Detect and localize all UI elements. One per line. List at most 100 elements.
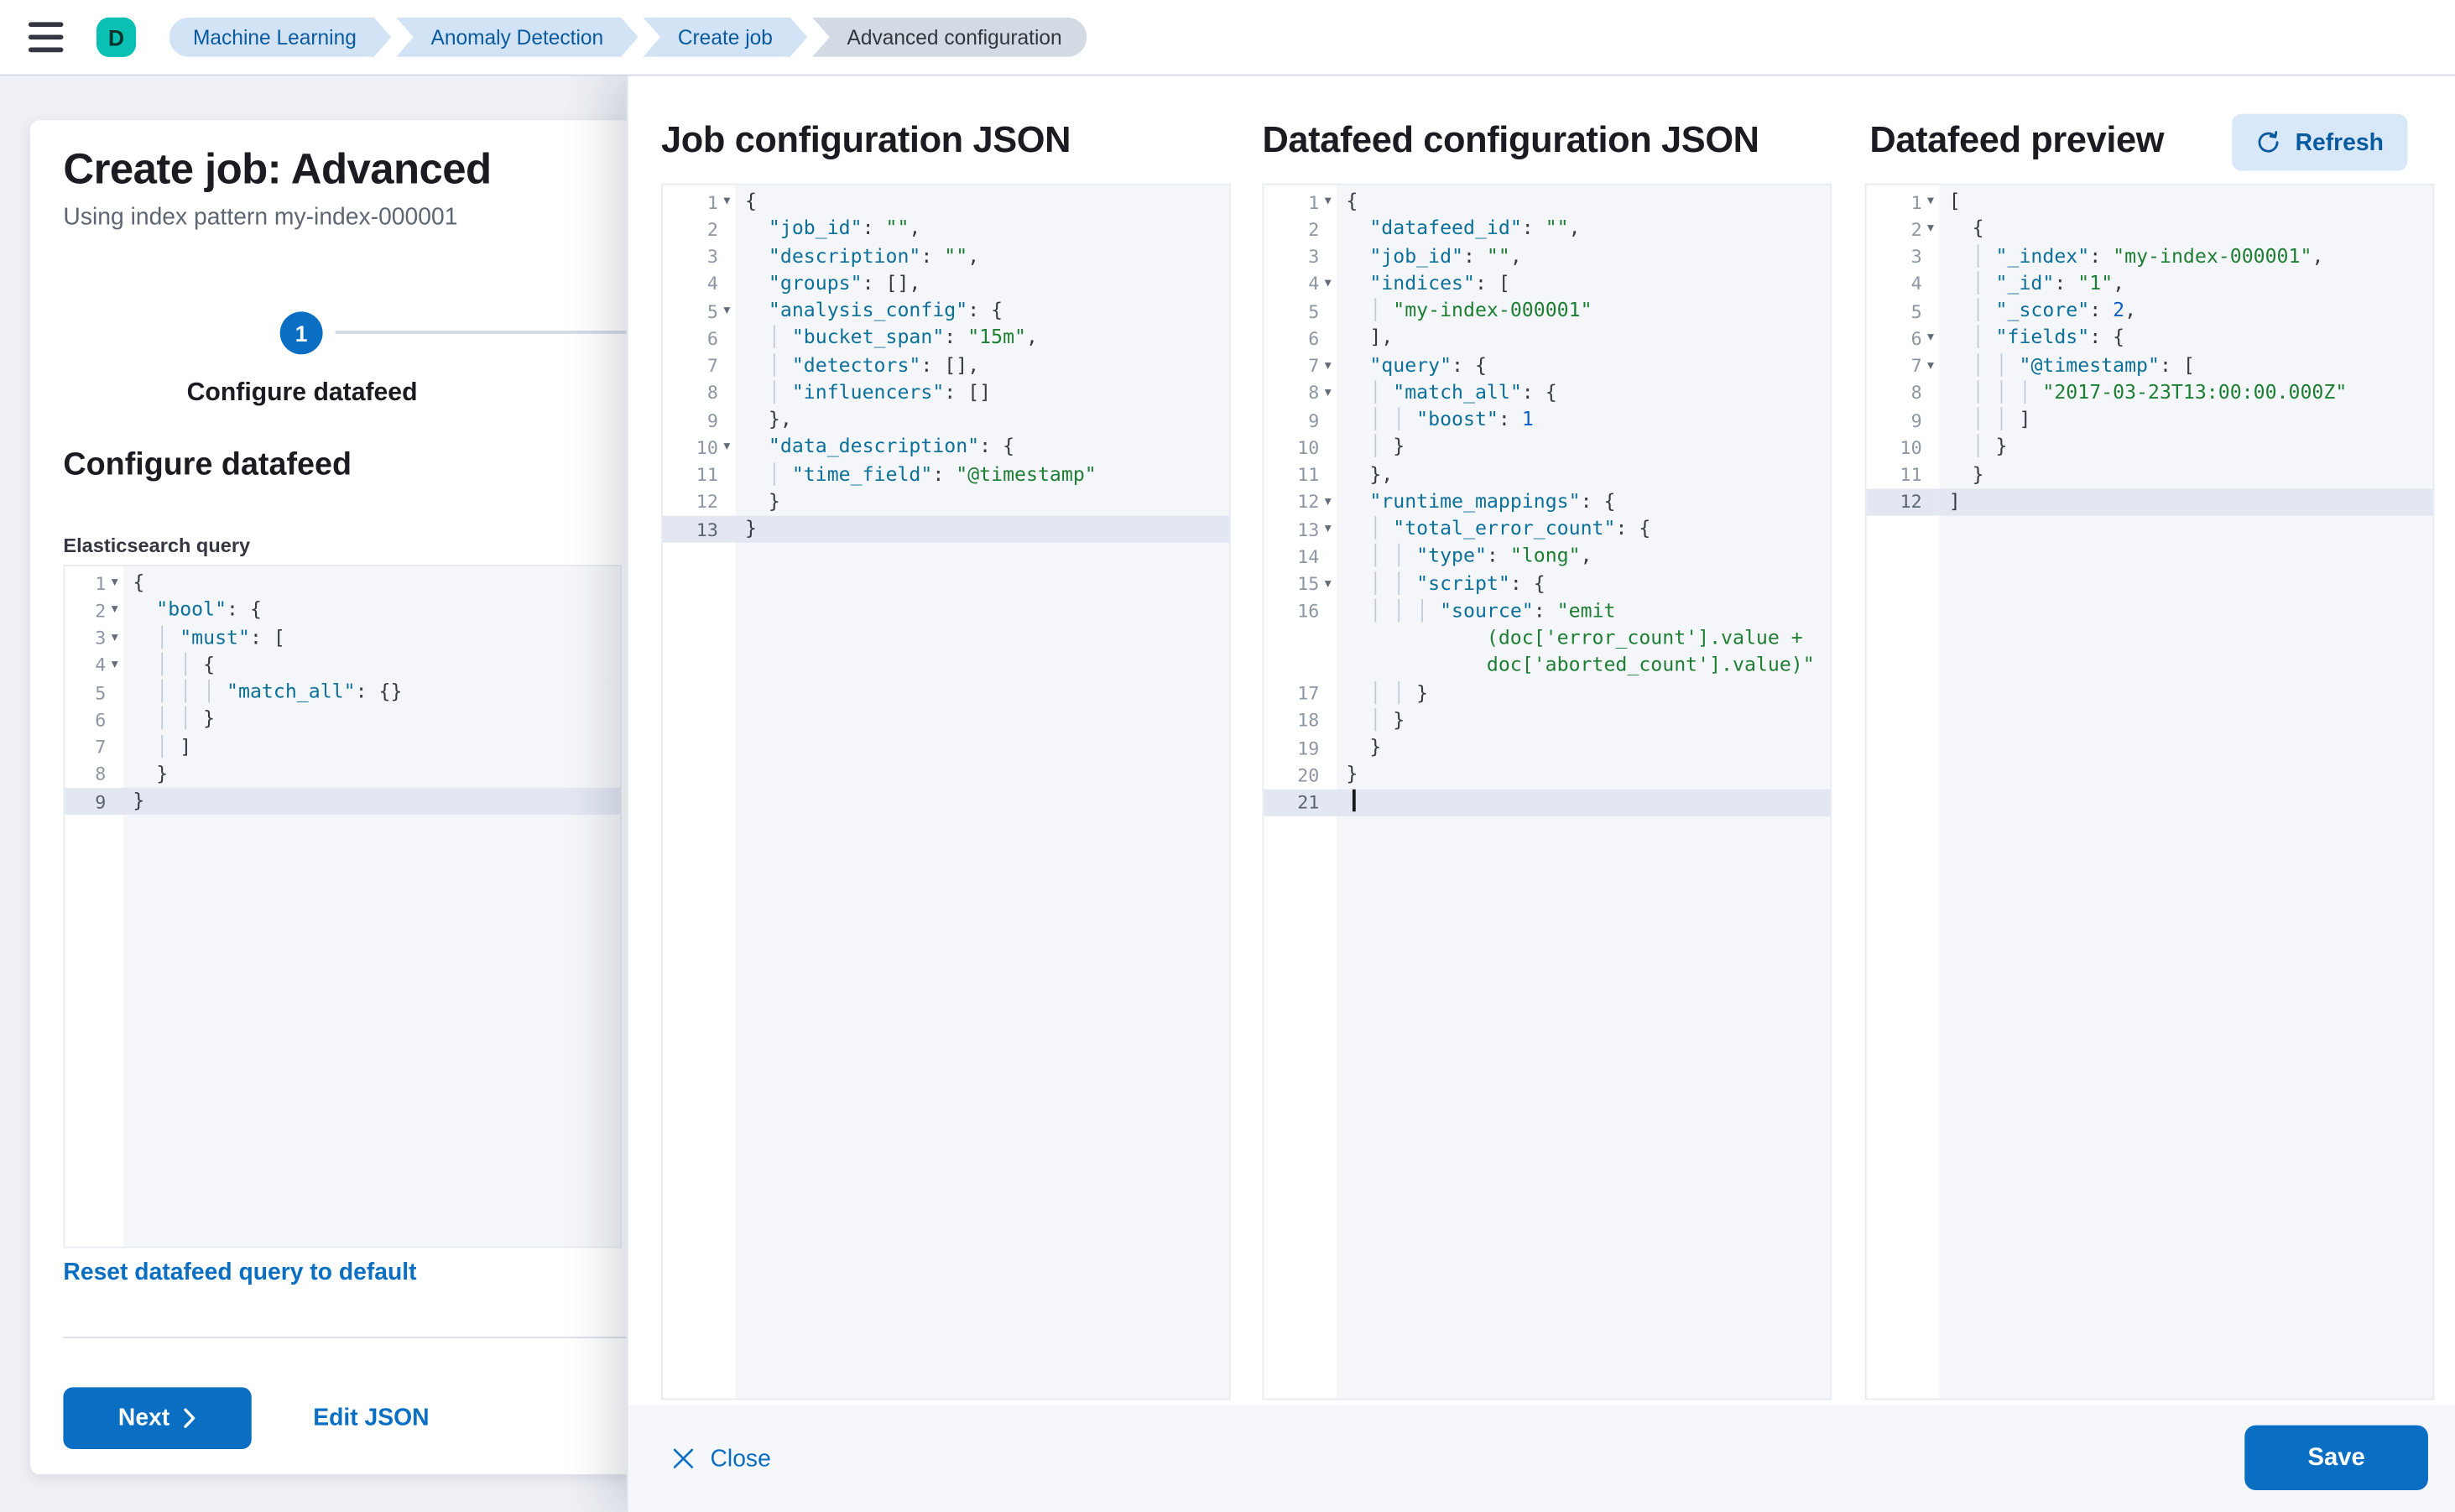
code-line[interactable]: 21▼ [1264,788,1831,816]
code-line[interactable]: 12▼ } [662,488,1229,516]
code-line[interactable]: 6▼ ], [1264,324,1831,352]
fold-arrow-icon[interactable]: ▼ [1324,194,1332,207]
code-line[interactable]: 12▼] [1866,488,2433,516]
code-line[interactable]: 3▼ "job_id": "", [1264,242,1831,270]
next-button[interactable]: Next [63,1387,252,1449]
fold-arrow-icon[interactable]: ▼ [723,194,731,207]
code-line[interactable]: 2▼ { [1866,215,2433,243]
code-line[interactable]: 1▼{ [1264,188,1831,216]
code-line[interactable]: 8▼ } [65,760,621,788]
close-button[interactable]: Close [672,1405,771,1512]
code-line[interactable]: 3▼ "description": "", [662,242,1229,270]
menu-icon[interactable] [28,22,64,53]
code-line[interactable]: 8▼ │ │ │ "2017-03-23T13:00:00.000Z" [1866,379,2433,407]
code-line[interactable]: 3▼ │ "_index": "my-index-000001", [1866,242,2433,270]
step-label: Configure datafeed [186,379,418,407]
close-icon [672,1447,694,1469]
fold-arrow-icon[interactable]: ▼ [1324,385,1332,399]
code-line[interactable]: 11▼ } [1866,461,2433,489]
page-subtitle: Using index pattern my-index-000001 [63,204,458,232]
code-line[interactable]: 18▼ │ } [1264,706,1831,734]
code-line[interactable]: 1▼{ [65,569,621,597]
code-line[interactable]: 9▼ │ │ "boost": 1 [1264,406,1831,435]
refresh-button-label: Refresh [2295,128,2384,156]
code-line[interactable]: 11▼ │ "time_field": "@timestamp" [662,461,1229,489]
code-line[interactable]: 8▼ │ "influencers": [] [662,379,1229,407]
code-line[interactable]: 2▼ "job_id": "", [662,215,1229,243]
json-configuration-flyout: Job configuration JSON Datafeed configur… [626,74,2455,1512]
code-line[interactable]: 5▼ │ "my-index-000001" [1264,297,1831,325]
fold-arrow-icon[interactable]: ▼ [111,657,118,670]
code-line[interactable]: 10▼ │ } [1866,434,2433,461]
code-line[interactable]: 19▼ } [1264,733,1831,762]
code-line[interactable]: (doc['error_count'].value + [1264,624,1831,653]
code-line[interactable]: 1▼{ [662,188,1229,216]
code-line[interactable]: 12▼ "runtime_mappings": { [1264,488,1831,516]
datafeed-config-json-editor[interactable]: 1▼{2▼ "datafeed_id": "",3▼ "job_id": "",… [1262,183,1832,1400]
code-line[interactable]: 9▼ │ │ ] [1866,406,2433,435]
avatar[interactable]: D [96,17,137,57]
fold-arrow-icon[interactable]: ▼ [1927,358,1934,372]
code-line[interactable]: 5▼ "analysis_config": { [662,297,1229,325]
code-line[interactable]: 10▼ │ } [1264,434,1831,461]
code-line[interactable]: doc['aborted_count'].value)" [1264,652,1831,680]
fold-arrow-icon[interactable]: ▼ [1927,222,1934,235]
fold-arrow-icon[interactable]: ▼ [1324,576,1332,590]
code-line[interactable]: 13▼} [662,515,1229,544]
code-line[interactable]: 5▼ │ │ │ "match_all": {} [65,678,621,706]
breadcrumb-item[interactable]: Create job [643,18,807,57]
fold-arrow-icon[interactable]: ▼ [1324,494,1332,508]
code-line[interactable]: 6▼ │ "fields": { [1866,324,2433,352]
fold-arrow-icon[interactable]: ▼ [723,440,731,453]
code-line[interactable]: 8▼ │ "match_all": { [1264,379,1831,407]
fold-arrow-icon[interactable]: ▼ [1927,331,1934,344]
fold-arrow-icon[interactable]: ▼ [1927,194,1934,207]
code-line[interactable]: 9▼} [65,787,621,816]
code-line[interactable]: 20▼} [1264,761,1831,789]
code-line[interactable]: 9▼ }, [662,406,1229,435]
code-line[interactable]: 15▼ │ │ "script": { [1264,570,1831,598]
fold-arrow-icon[interactable]: ▼ [1324,276,1332,289]
save-button[interactable]: Save [2244,1425,2428,1490]
code-line[interactable]: 11▼ }, [1264,461,1831,489]
edit-json-link[interactable]: Edit JSON [313,1405,430,1432]
code-line[interactable]: 6▼ │ "bucket_span": "15m", [662,324,1229,352]
step-indicator[interactable]: 1 [279,311,323,355]
fold-arrow-icon[interactable]: ▼ [111,602,118,616]
fold-arrow-icon[interactable]: ▼ [111,630,118,644]
step-progress-line [335,331,633,334]
code-line[interactable]: 16▼ │ │ │ "source": "emit [1264,597,1831,625]
breadcrumb-item[interactable]: Machine Learning [169,18,392,57]
fold-arrow-icon[interactable]: ▼ [723,303,731,317]
datafeed-preview-editor[interactable]: 1▼[2▼ {3▼ │ "_index": "my-index-000001",… [1864,183,2435,1400]
code-line[interactable]: 3▼ │ "must": [ [65,623,621,652]
code-line[interactable]: 6▼ │ │ } [65,706,621,733]
code-line[interactable]: 7▼ │ ] [65,733,621,761]
code-line[interactable]: 10▼ "data_description": { [662,434,1229,461]
code-line[interactable]: 14▼ │ │ "type": "long", [1264,543,1831,571]
code-line[interactable]: 7▼ │ │ "@timestamp": [ [1866,352,2433,380]
refresh-button[interactable]: Refresh [2232,113,2408,171]
code-line[interactable]: 7▼ │ "detectors": [], [662,352,1229,380]
code-line[interactable]: 2▼ "datafeed_id": "", [1264,215,1831,243]
code-line[interactable]: 4▼ "groups": [], [662,269,1229,298]
breadcrumb-item[interactable]: Anomaly Detection [396,18,639,57]
fold-arrow-icon[interactable]: ▼ [111,576,118,589]
fold-arrow-icon[interactable]: ▼ [1324,522,1332,535]
code-line[interactable]: 4▼ │ │ { [65,651,621,679]
code-line[interactable]: 4▼ "indices": [ [1264,269,1831,298]
code-line[interactable]: 17▼ │ │ } [1264,679,1831,707]
fold-arrow-icon[interactable]: ▼ [1324,358,1332,372]
job-config-json-editor[interactable]: 1▼{2▼ "job_id": "",3▼ "description": "",… [661,183,1231,1400]
code-line[interactable]: 4▼ │ "_id": "1", [1866,269,2433,298]
reset-datafeed-query-link[interactable]: Reset datafeed query to default [63,1259,417,1286]
code-line[interactable]: 7▼ "query": { [1264,352,1831,380]
code-line[interactable]: 5▼ │ "_score": 2, [1866,297,2433,325]
code-line[interactable]: 1▼[ [1866,188,2433,216]
code-line[interactable]: 2▼ "bool": { [65,597,621,624]
job-config-json-title: Job configuration JSON [661,118,1071,160]
flyout-footer: Close Save [628,1405,2455,1512]
next-button-label: Next [117,1405,170,1432]
code-line[interactable]: 13▼ │ "total_error_count": { [1264,515,1831,544]
elasticsearch-query-editor[interactable]: 1▼{2▼ "bool": {3▼ │ "must": [4▼ │ │ {5▼ … [63,565,622,1249]
